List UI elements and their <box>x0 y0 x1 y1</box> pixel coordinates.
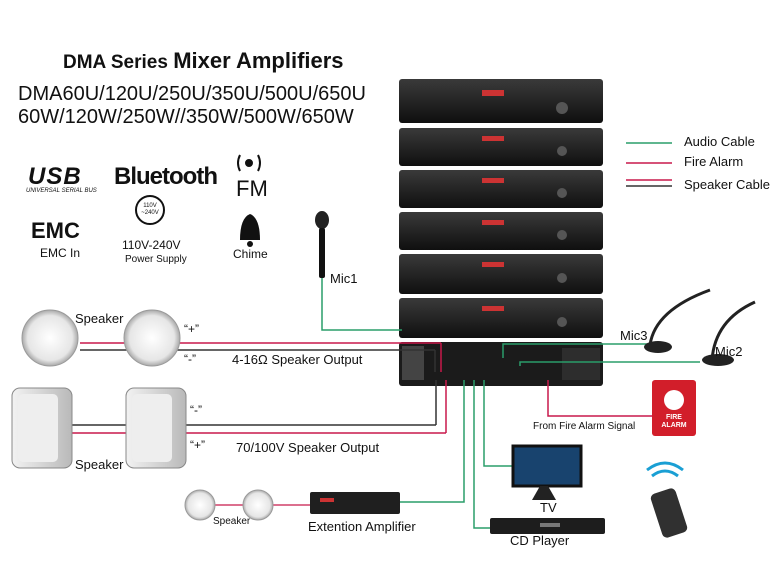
minus-top-label: “-” <box>184 352 196 366</box>
mic3-gooseneck <box>644 288 711 353</box>
speaker-top-label: Speaker <box>75 311 124 326</box>
output-low-label: 4-16Ω Speaker Output <box>232 352 363 367</box>
audio-cables <box>321 278 700 529</box>
cd-label: CD Player <box>510 533 570 548</box>
model-list: DMA60U/120U/250U/350U/500U/650U 60W/120W… <box>18 83 366 129</box>
mic1-microphone <box>315 211 329 278</box>
fire-alarm-sign <box>652 380 696 436</box>
mic3-label: Mic3 <box>620 328 648 343</box>
model-line-2: 60W/120W/250W//350W/500W/650W <box>18 106 354 128</box>
title-rest: Mixer Amplifiers <box>173 48 344 73</box>
cd-player <box>490 518 605 534</box>
amplifier-unit <box>399 298 603 338</box>
title-series: DMA <box>63 52 106 73</box>
wifi-icon <box>646 461 684 478</box>
fire-sign-text: FIRE ALARM <box>661 414 687 429</box>
legend-fire: Fire Alarm <box>684 154 744 169</box>
mic2-gooseneck <box>702 300 756 366</box>
amplifier-unit <box>399 79 603 123</box>
fm-antenna-icon <box>237 154 261 172</box>
power-badge: 110V ~240V <box>141 203 159 216</box>
usb-subtitle: UNIVERSAL SERIAL BUS <box>26 188 97 194</box>
minus-bottom-label: “-” <box>190 403 202 417</box>
ceiling-speaker <box>123 309 181 367</box>
emc-label: EMC In <box>40 246 81 260</box>
ext-amp-label: Extention Amplifier <box>308 519 416 534</box>
speaker-cable-high <box>40 380 447 434</box>
emc-logo: EMC <box>31 218 80 243</box>
model-line-1: DMA60U/120U/250U/350U/500U/650U <box>18 83 366 105</box>
chime-bell-icon <box>240 214 260 247</box>
amplifier-unit <box>399 254 603 294</box>
ceiling-speaker <box>21 309 79 367</box>
small-ceiling-speaker <box>242 489 274 521</box>
power-label: 110V-240V <box>122 238 181 252</box>
amplifier-unit <box>399 170 603 208</box>
title-series-word: Series <box>110 52 168 73</box>
small-ceiling-speaker <box>184 489 216 521</box>
page-title: DMA Series Mixer Amplifiers <box>63 48 344 74</box>
speaker-small-label: Speaker <box>213 516 251 527</box>
mic2-label: Mic2 <box>715 344 743 359</box>
amplifier-unit <box>399 212 603 250</box>
remote-control <box>650 488 688 538</box>
usb-logo: USB <box>28 163 82 190</box>
extension-amplifier <box>310 492 400 514</box>
bluetooth-logo: Bluetooth <box>114 163 218 190</box>
legend-audio: Audio Cable <box>684 134 755 149</box>
tv <box>511 444 583 500</box>
plus-bottom-label: “+” <box>190 438 205 452</box>
tv-label: TV <box>540 500 557 515</box>
fire-signal-label: From Fire Alarm Signal <box>533 421 636 432</box>
legend-speaker: Speaker Cable <box>684 177 770 192</box>
fire-alarm-cable <box>547 380 652 417</box>
chime-label: Chime <box>233 247 268 261</box>
wall-speaker <box>11 387 73 469</box>
speaker-bottom-label: Speaker <box>75 457 124 472</box>
amplifier-rear-panel <box>399 342 603 386</box>
power-sublabel: Power Supply <box>125 254 187 265</box>
amplifier-unit <box>399 128 603 166</box>
plus-top-label: “+” <box>184 322 199 336</box>
mic1-label: Mic1 <box>330 271 358 286</box>
power-badge-icon <box>135 195 165 225</box>
wall-speaker <box>125 387 187 469</box>
output-high-label: 70/100V Speaker Output <box>236 440 380 455</box>
fm-label: FM <box>236 176 268 201</box>
amplifier-stack <box>399 79 603 386</box>
